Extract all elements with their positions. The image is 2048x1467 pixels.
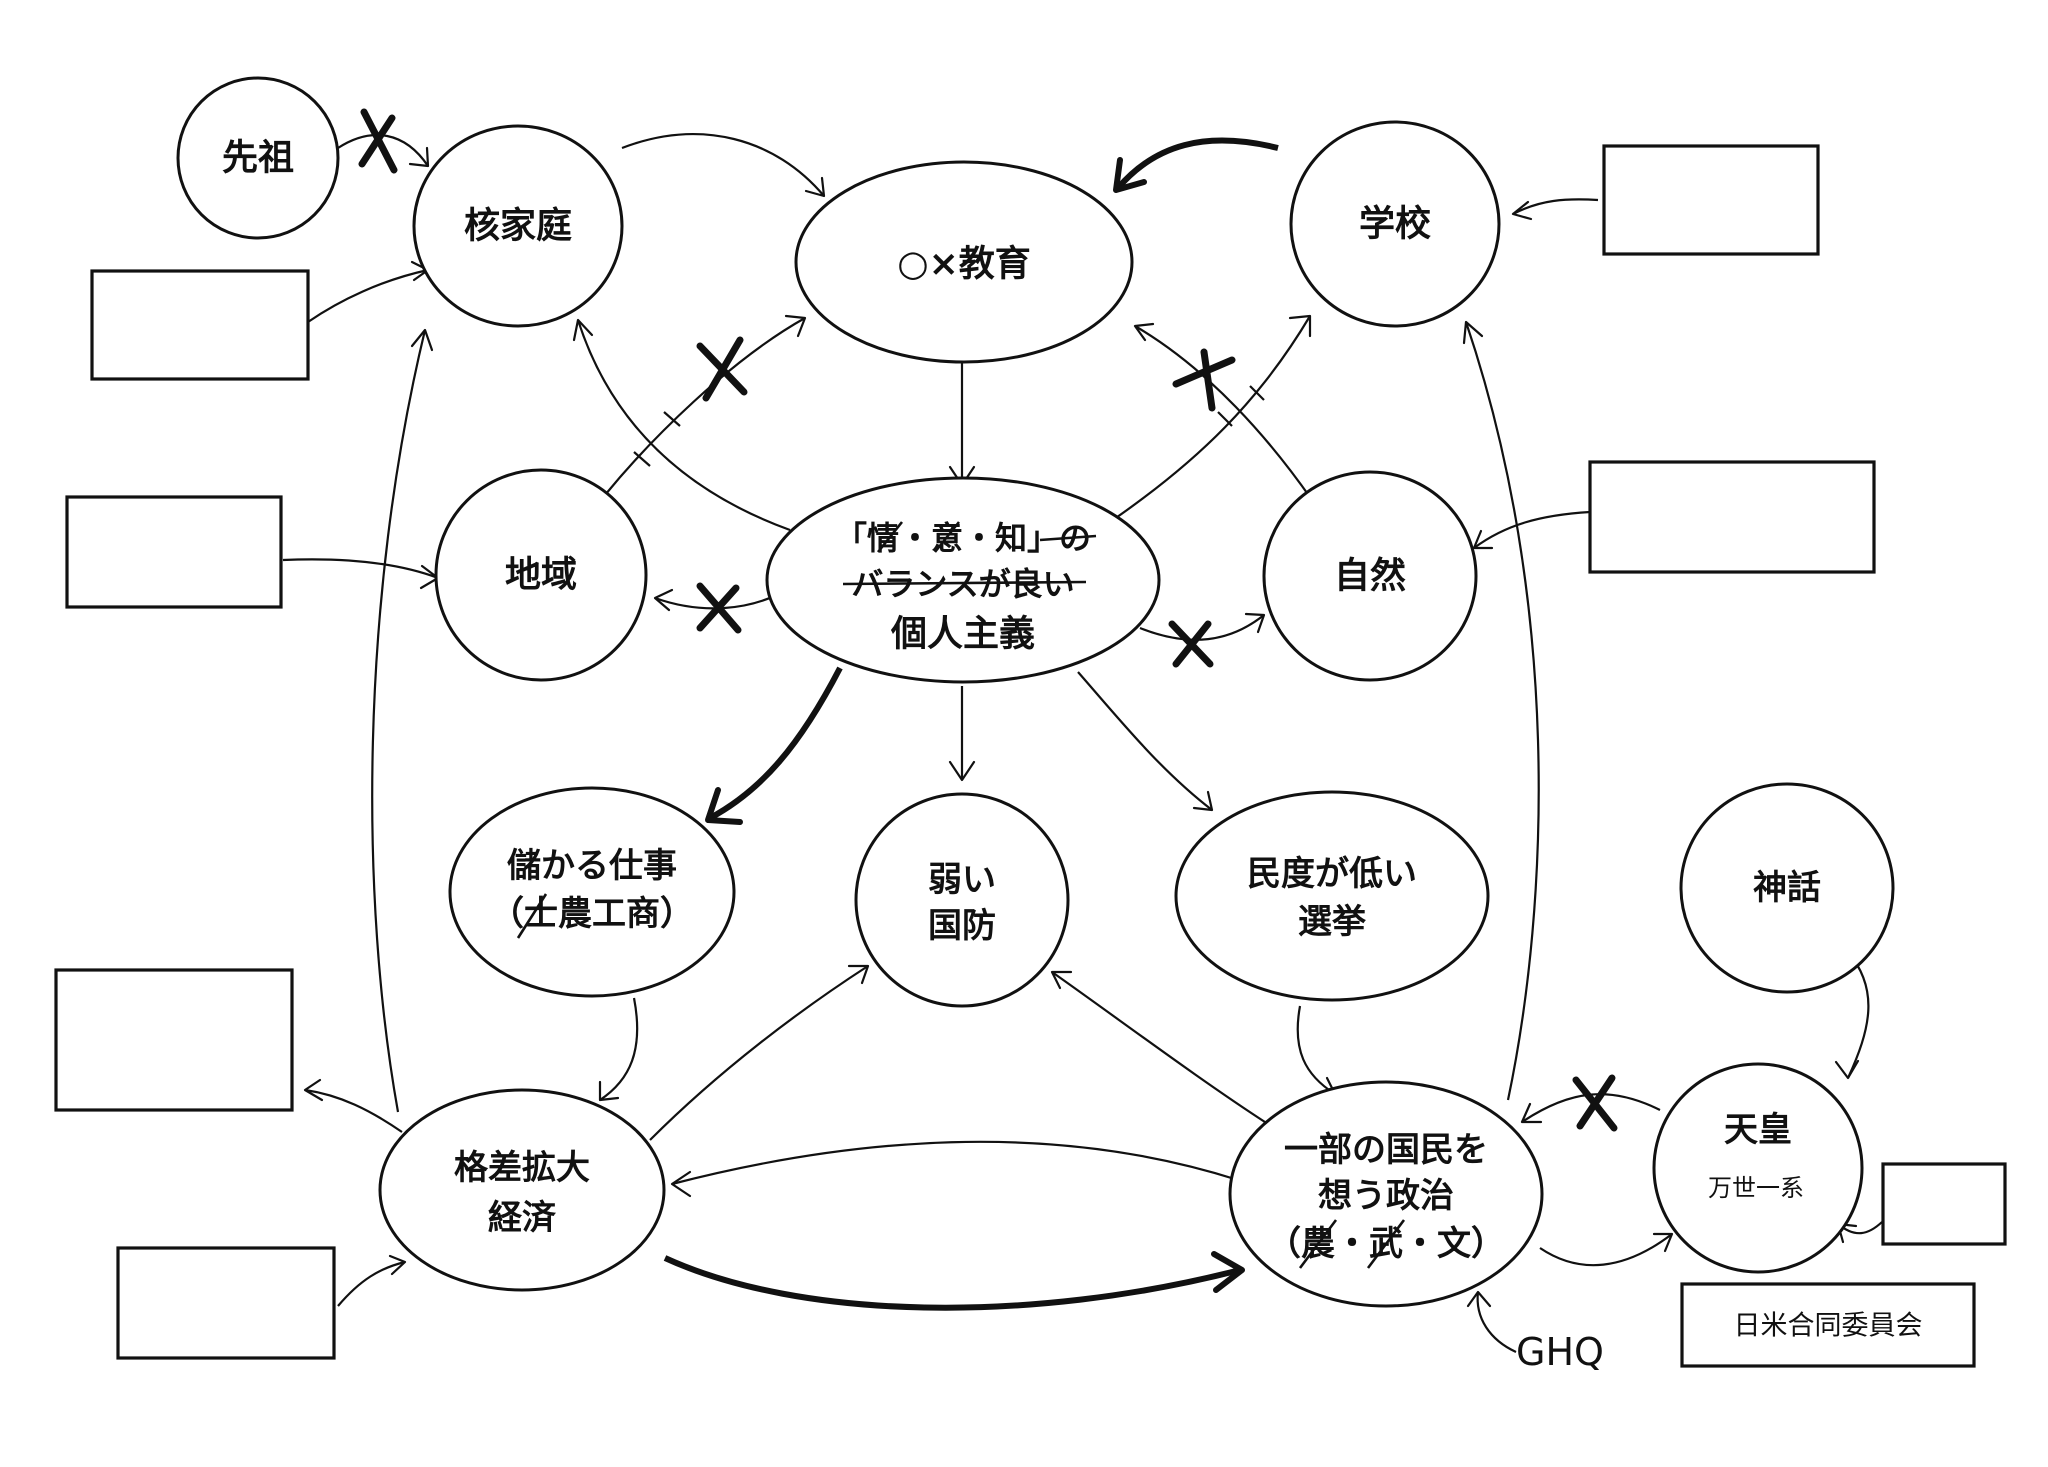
x-mark-emperor-politics bbox=[1572, 1074, 1618, 1132]
node-center-line3: 個人主義 bbox=[890, 614, 1035, 655]
node-nuclear-family: 核家庭 bbox=[412, 124, 624, 328]
node-nuclear-family-label: 核家庭 bbox=[464, 206, 572, 247]
edge-box-family bbox=[307, 268, 429, 323]
joint-committee-label: 日米合同委員会 bbox=[1734, 1311, 1923, 1342]
edge-center-work bbox=[708, 666, 843, 821]
x-mark-center-nature bbox=[1168, 620, 1214, 668]
center-line1-strike bbox=[1039, 534, 1097, 542]
center-mark-jou bbox=[876, 521, 904, 553]
block-marks bbox=[358, 108, 1618, 1132]
node-nature: 自然 bbox=[1262, 470, 1478, 682]
edge-center-family bbox=[576, 319, 791, 532]
node-emperor: 天皇 万世一系 bbox=[1652, 1062, 1864, 1274]
edge-politics-disparity bbox=[671, 1140, 1239, 1186]
empty-box-region bbox=[65, 495, 283, 609]
empty-box-disparity-upper bbox=[54, 968, 294, 1112]
edge-region-education bbox=[604, 317, 806, 496]
node-region: 地域 bbox=[434, 468, 648, 682]
politics-mark-bu bbox=[1366, 1219, 1406, 1269]
edge-democracy-politics bbox=[1296, 1005, 1336, 1095]
joint-committee-box bbox=[1680, 1282, 1976, 1368]
politics-mark-nou bbox=[1298, 1219, 1338, 1269]
node-disparity-line1: 格差拡大 bbox=[454, 1148, 590, 1188]
empty-boxes bbox=[54, 144, 2007, 1360]
node-weak-defense: 弱い 国防 bbox=[854, 792, 1070, 1008]
node-ancestors-label: 先祖 bbox=[222, 138, 294, 179]
node-politics: 一部の国民を 想う政治 （農・武・文） bbox=[1228, 1080, 1544, 1308]
edge-school-education bbox=[1115, 137, 1279, 190]
node-politics-line2: 想う政治 bbox=[1318, 1176, 1454, 1216]
node-myth-label: 神話 bbox=[1753, 868, 1821, 908]
edge-box-school bbox=[1512, 198, 1599, 215]
center-line2-strike bbox=[842, 580, 1087, 586]
node-disparity-economy: 格差拡大 経済 bbox=[378, 1088, 666, 1292]
node-weak-defense-line2: 国防 bbox=[928, 906, 996, 946]
edge-nature-education bbox=[1134, 325, 1313, 501]
node-school: 学校 bbox=[1289, 120, 1501, 328]
empty-box-disparity-lower bbox=[116, 1246, 336, 1360]
edge-work-disparity bbox=[599, 997, 639, 1101]
node-school-label: 学校 bbox=[1359, 203, 1431, 245]
x-mark-nature-education bbox=[1172, 348, 1236, 412]
empty-box-nature bbox=[1588, 460, 1876, 574]
node-myth: 神話 bbox=[1679, 782, 1895, 994]
node-education-label: ○×教育 bbox=[897, 244, 1031, 285]
empty-box-family bbox=[90, 269, 310, 381]
edge-politics-defense bbox=[1051, 971, 1269, 1125]
node-low-democracy-line2: 選挙 bbox=[1298, 902, 1367, 942]
edge-disparity-family bbox=[371, 329, 427, 1113]
edge-ghq-politics bbox=[1476, 1291, 1517, 1353]
edge-disparity-defense bbox=[649, 965, 869, 1141]
node-politics-line1: 一部の国民を bbox=[1284, 1130, 1488, 1170]
node-education: ○×教育 bbox=[794, 160, 1134, 364]
node-profitable-work-line1: 儲かる仕事 bbox=[507, 846, 677, 886]
x-mark-ancestors-family bbox=[358, 108, 398, 174]
x-mark-center-region bbox=[696, 582, 742, 634]
node-region-label: 地域 bbox=[505, 555, 577, 596]
edge-center-nature bbox=[1139, 614, 1265, 641]
node-profitable-work-line2: （士農工商） bbox=[490, 894, 694, 934]
edge-disparity-politics bbox=[663, 1255, 1241, 1311]
node-profitable-work: 儲かる仕事 （士農工商） bbox=[448, 786, 736, 998]
edge-disparity-box bbox=[304, 1088, 403, 1133]
node-ancestors: 先祖 bbox=[176, 76, 340, 240]
ghq-label: GHQ bbox=[1516, 1330, 1604, 1374]
edge-politics-school bbox=[1464, 321, 1540, 1101]
edges bbox=[282, 133, 1883, 1353]
node-nature-label: 自然 bbox=[1334, 555, 1406, 597]
node-emperor-sub: 万世一系 bbox=[1708, 1174, 1804, 1202]
node-emperor-label: 天皇 bbox=[1724, 1110, 1792, 1150]
center-mark-i bbox=[933, 521, 961, 553]
node-low-democracy-line1: 民度が低い bbox=[1247, 854, 1417, 894]
edge-ancestors-family bbox=[337, 134, 429, 167]
edge-center-school bbox=[1109, 315, 1311, 523]
node-disparity-line2: 経済 bbox=[488, 1198, 557, 1238]
node-low-democracy: 民度が低い 選挙 bbox=[1174, 790, 1490, 1002]
node-weak-defense-line1: 弱い bbox=[928, 860, 996, 900]
node-center: 「情・意・知」の バランスが良い 個人主義 bbox=[765, 476, 1161, 684]
edge-box-nature bbox=[1473, 510, 1591, 549]
edge-family-education bbox=[621, 133, 825, 197]
edge-box-region bbox=[282, 558, 439, 580]
empty-box-emperor bbox=[1881, 1162, 2007, 1246]
work-mark-shi bbox=[516, 893, 548, 939]
edge-box-disparity bbox=[337, 1260, 406, 1307]
edge-politics-emperor bbox=[1539, 1233, 1673, 1267]
edge-center-democracy bbox=[1077, 671, 1213, 811]
x-mark-region-education bbox=[696, 336, 748, 402]
empty-box-school bbox=[1602, 144, 1820, 256]
